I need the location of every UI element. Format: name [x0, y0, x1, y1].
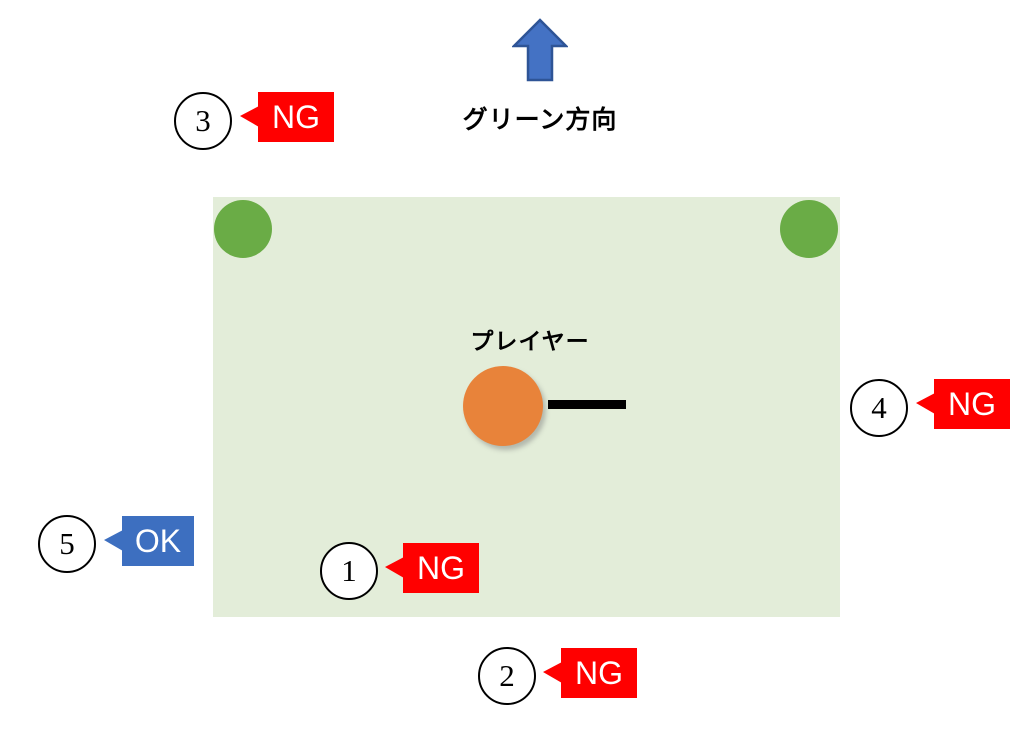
- club-bar-icon: [548, 400, 626, 409]
- callout-tail-icon: [916, 393, 935, 414]
- annotation-number-5: 5: [38, 515, 96, 573]
- up-arrow-icon: [512, 18, 568, 82]
- player-label: プレイヤー: [470, 328, 590, 354]
- tee-marker-right-icon: [780, 200, 838, 258]
- direction-label: グリーン方向: [462, 106, 618, 134]
- annotation-number-1: 1: [320, 542, 378, 600]
- annotation-badge-2: NG: [543, 648, 637, 698]
- annotation-number-4: 4: [850, 379, 908, 437]
- callout-tail-icon: [543, 662, 562, 683]
- annotation-badge-3: NG: [240, 92, 334, 142]
- annotation-number-2: 2: [478, 647, 536, 705]
- annotation-badge-1: NG: [385, 543, 479, 593]
- annotation-badge-5: OK: [104, 516, 194, 566]
- tee-marker-left-icon: [214, 200, 272, 258]
- callout-tail-icon: [104, 530, 123, 551]
- callout-tail-icon: [385, 557, 404, 578]
- annotation-badge-4: NG: [916, 379, 1010, 429]
- annotation-number-3: 3: [174, 92, 232, 150]
- callout-tail-icon: [240, 106, 259, 127]
- player-ball-icon: [463, 366, 543, 446]
